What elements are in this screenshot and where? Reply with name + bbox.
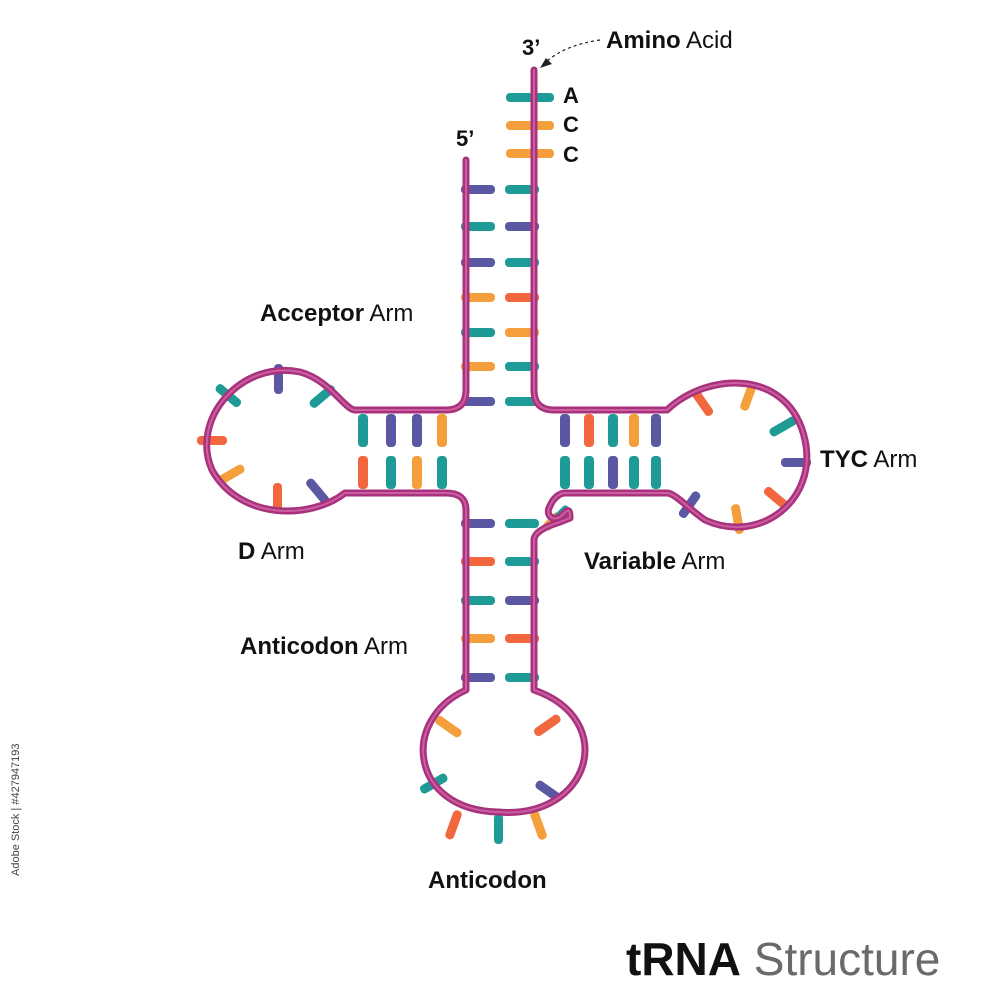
base-purple <box>386 414 396 447</box>
base-teal <box>505 397 539 406</box>
base-red <box>691 389 714 417</box>
base-orange <box>740 381 757 411</box>
base-teal <box>358 414 368 447</box>
base-purple <box>461 397 495 406</box>
base-red <box>533 714 561 737</box>
base-teal <box>608 414 618 447</box>
base-red <box>197 436 227 445</box>
base-orange <box>434 715 462 738</box>
stock-id-text: Adobe Stock | #427947193 <box>10 743 22 876</box>
base-teal <box>386 456 396 489</box>
base-teal <box>584 456 594 489</box>
five-prime-label: 5’ <box>456 126 474 151</box>
base-purple <box>560 414 570 447</box>
base-teal <box>494 814 503 844</box>
base-c <box>506 149 554 158</box>
anticodon-label: Anticodon <box>428 867 547 894</box>
rna-backbone <box>203 66 811 816</box>
base-red <box>358 456 368 489</box>
backbone-highlight <box>205 69 808 814</box>
d-arm-label: D Arm <box>238 538 305 565</box>
tpsic-arm-label: TΥC Arm <box>820 446 917 473</box>
base-red <box>763 486 790 510</box>
amino-acid-arrow <box>540 39 601 68</box>
page-title: tRNA Structure <box>626 933 940 985</box>
acceptor-arm-label: Acceptor Arm <box>260 300 413 327</box>
base-purple <box>306 478 330 505</box>
base-red <box>445 810 462 840</box>
anticodon-arm-label: Anticodon Arm <box>240 633 408 660</box>
base-c <box>506 121 554 130</box>
base-orange <box>412 456 422 489</box>
tpsic-arm-bases <box>560 381 811 535</box>
base-orange <box>629 414 639 447</box>
base-a <box>506 93 554 102</box>
base-teal <box>651 456 661 489</box>
base-orange <box>216 464 245 485</box>
base-teal <box>629 456 639 489</box>
base-orange <box>437 414 447 447</box>
base-teal <box>769 416 798 437</box>
base-teal <box>505 519 539 528</box>
base-purple <box>412 414 422 447</box>
base-teal <box>437 456 447 489</box>
base-red <box>584 414 594 447</box>
backbone-3prime-strand <box>203 66 811 816</box>
base-teal <box>560 456 570 489</box>
base-c-label: C <box>563 112 579 137</box>
acceptor-stem-bases <box>461 93 554 406</box>
base-red <box>273 483 282 513</box>
three-prime-label: 3’ <box>522 35 540 60</box>
base-c-label: C <box>563 142 579 167</box>
base-purple <box>608 456 618 489</box>
variable-arm-label: Variable Arm <box>584 548 725 575</box>
base-purple <box>651 414 661 447</box>
base-a-label: A <box>563 83 579 108</box>
base-orange <box>530 810 547 840</box>
amino-acid-label: Amino Acid <box>606 27 733 54</box>
